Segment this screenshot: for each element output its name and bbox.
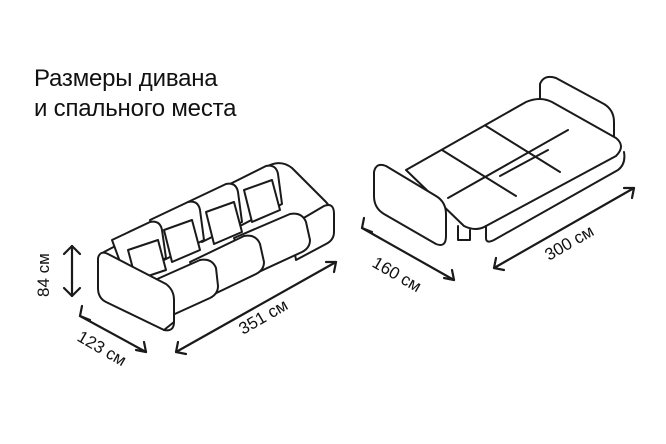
bed-width-label: 300 см: [542, 221, 598, 264]
bed-left-armrest: [373, 163, 447, 246]
bed-section-line-3: [447, 129, 569, 199]
bed-section-line-1: [441, 149, 517, 197]
throw-pillow-3: [205, 201, 243, 245]
title-line-2: и спального места: [34, 95, 237, 122]
bed-width-dimension-arrow: [492, 186, 636, 272]
depth-label: 123 см: [74, 327, 130, 370]
height-label: 84 см: [34, 253, 53, 297]
throw-pillow-4: [243, 179, 281, 223]
throw-pillow-2: [163, 219, 201, 263]
bed-depth-dimension-arrow: [360, 216, 456, 282]
sofa-assembled: [97, 162, 335, 332]
width-dimension-arrow: [174, 260, 338, 356]
height-dimension-arrow: [62, 244, 82, 298]
bed-section-line-2: [485, 125, 561, 173]
depth-dimension-arrow: [78, 304, 148, 354]
title-line-1: Размеры дивана: [34, 65, 218, 92]
sofa-unfolded: [373, 75, 626, 246]
diagram-title: Размеры дивана и спального места: [34, 64, 236, 124]
